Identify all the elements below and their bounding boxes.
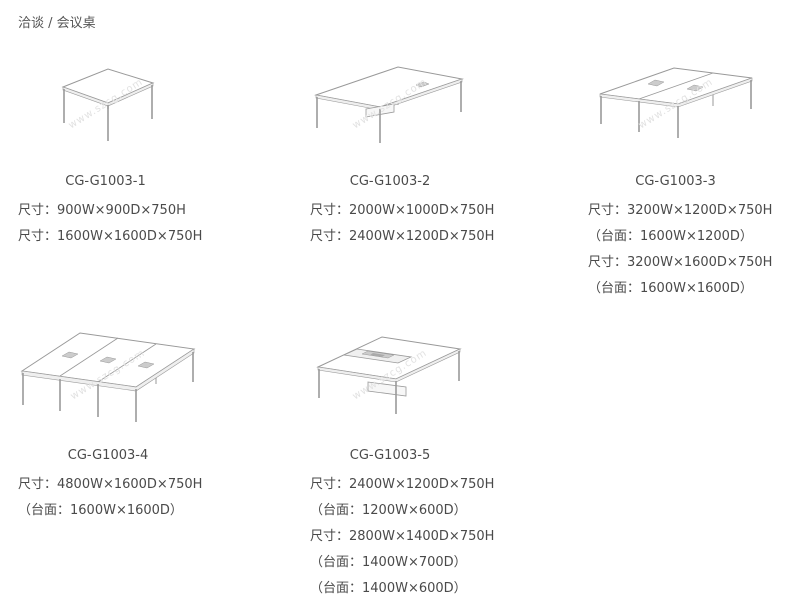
product-spec: 尺寸：2400W×1200D×750H — [310, 477, 495, 492]
table-drawing-two-section — [599, 67, 752, 138]
product-image: www.szcg.com — [18, 50, 193, 158]
product-card: www.szcg.com CG-G1003-1 尺寸：900W×900D×750… — [18, 50, 202, 250]
product-card: www.szcg.com CG-G1003-4 尺寸：4800W×1600D×7… — [18, 318, 202, 524]
product-spec: 尺寸：2800W×1400D×750H — [310, 529, 495, 544]
product-card: www.szcg.com CG-G1003-2 尺寸：2000W×1000D×7… — [310, 50, 494, 250]
table-drawing-three-section — [20, 332, 196, 422]
product-spec: （台面：1600W×1600D） — [18, 503, 183, 518]
product-code: CG-G1003-1 — [65, 174, 146, 189]
product-spec: （台面：1600W×1600D） — [588, 281, 753, 296]
product-specs: 尺寸：900W×900D×750H 尺寸：1600W×1600D×750H — [18, 198, 202, 250]
product-card: www.szcg.com CG-G1003-3 尺寸：3200W×1200D×7… — [588, 50, 772, 302]
product-spec: （台面：1600W×1200D） — [588, 229, 753, 244]
product-spec: （台面：1400W×700D） — [310, 555, 467, 570]
product-code: CG-G1003-3 — [635, 174, 716, 189]
product-code: CG-G1003-4 — [67, 448, 149, 463]
product-image: www.szcg.com — [18, 318, 198, 432]
product-image: www.szcg.com — [310, 318, 470, 432]
product-specs: 尺寸：4800W×1600D×750H （台面：1600W×1600D） — [18, 472, 202, 524]
table-drawing-square — [61, 67, 154, 141]
product-specs: 尺寸：2400W×1200D×750H （台面：1200W×600D） 尺寸：2… — [310, 472, 494, 602]
product-spec: 尺寸：4800W×1600D×750H — [18, 477, 203, 492]
product-spec: 尺寸：2400W×1200D×750H — [310, 229, 495, 244]
product-specs: 尺寸：2000W×1000D×750H 尺寸：2400W×1200D×750H — [310, 198, 494, 250]
product-card: www.szcg.com CG-G1003-5 尺寸：2400W×1200D×7… — [310, 318, 494, 602]
product-image: www.szcg.com — [310, 50, 470, 158]
product-image: www.szcg.com — [588, 50, 763, 158]
product-spec: （台面：1200W×600D） — [310, 503, 467, 518]
product-spec: 尺寸：1600W×1600D×750H — [18, 229, 203, 244]
table-drawing-rect — [314, 65, 464, 143]
product-spec: 尺寸：2000W×1000D×750H — [310, 203, 495, 218]
product-specs: 尺寸：3200W×1200D×750H （台面：1600W×1200D） 尺寸：… — [588, 198, 772, 302]
product-spec: 尺寸：3200W×1200D×750H — [588, 203, 773, 218]
table-drawing-cable-channel — [316, 336, 462, 414]
product-code: CG-G1003-2 — [349, 174, 431, 189]
product-spec: 尺寸：900W×900D×750H — [18, 203, 186, 218]
product-code: CG-G1003-5 — [349, 448, 431, 463]
product-spec: （台面：1400W×600D） — [310, 581, 467, 596]
product-spec: 尺寸：3200W×1600D×750H — [588, 255, 773, 270]
page-title: 洽谈 / 会议桌 — [18, 16, 96, 31]
